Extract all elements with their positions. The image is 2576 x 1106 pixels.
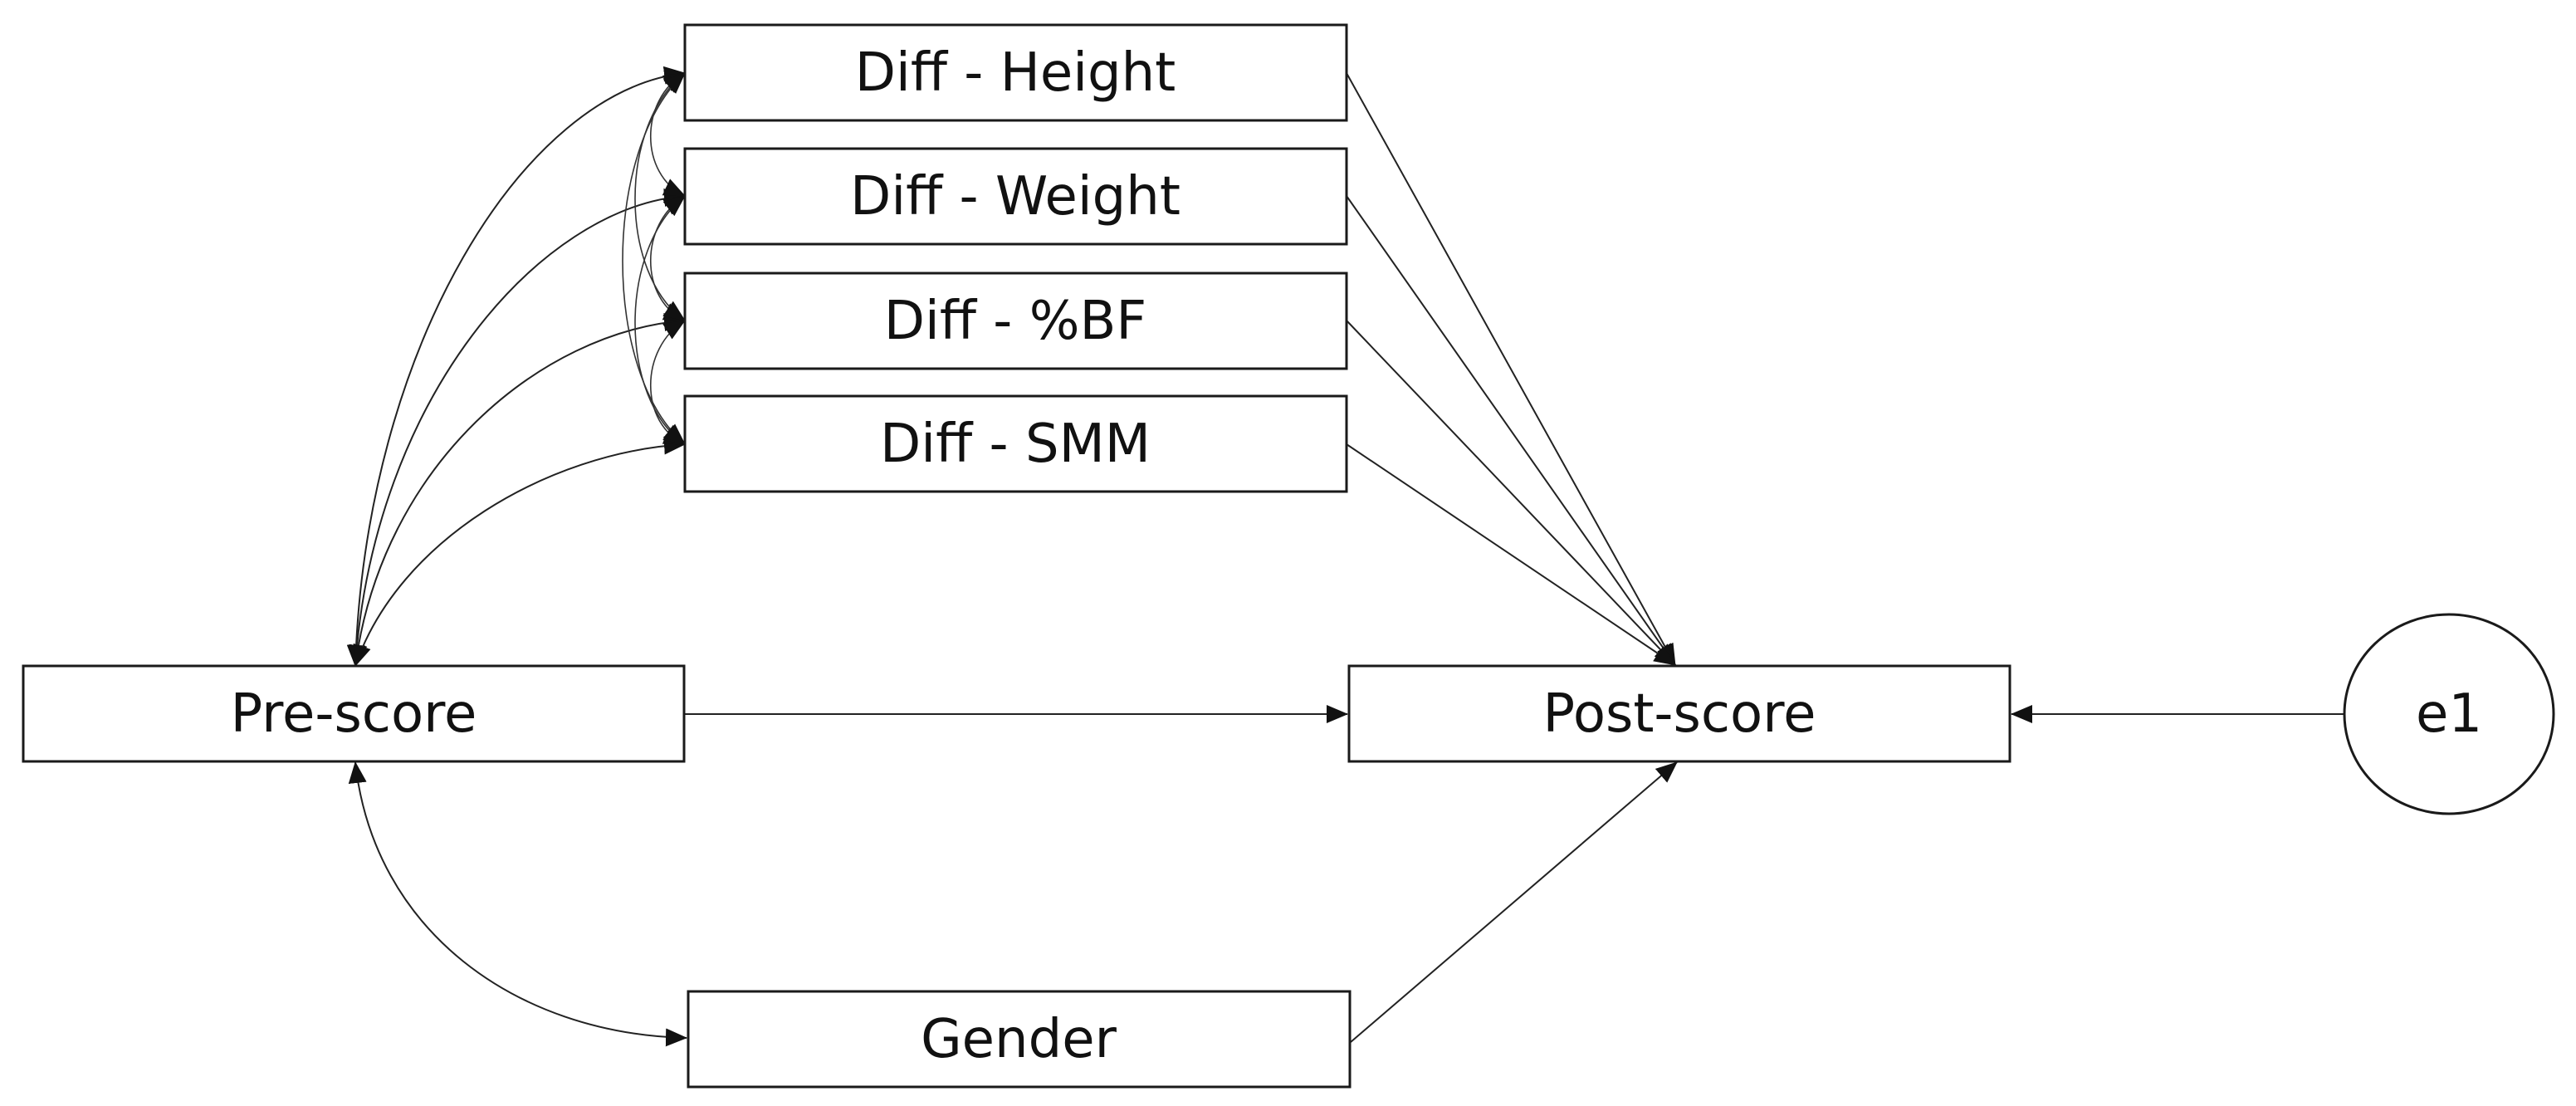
cov-diff-weight-diff-smm	[634, 195, 686, 445]
node-diff-bf-label: Diff - %BF	[884, 291, 1146, 352]
node-diff-smm-label: Diff - SMM	[880, 414, 1151, 475]
node-gender: Gender	[687, 990, 1352, 1089]
cov-diff-weight-diff-bf	[650, 195, 686, 321]
node-diff-bf: Diff - %BF	[683, 272, 1348, 370]
cov-pre-score-diff-weight	[347, 188, 686, 667]
cov-pre-score-diff-bf	[349, 313, 686, 667]
edge-diff-height-to-post-score	[1346, 72, 1676, 666]
node-pre-score: Pre-score	[22, 664, 686, 763]
edge-diff-smm-to-post-score	[1346, 443, 1676, 666]
node-e1-label: e1	[2416, 683, 2482, 745]
node-e1: e1	[2343, 613, 2555, 815]
node-diff-height-label: Diff - Height	[855, 42, 1176, 104]
cov-pre-score-gender	[348, 761, 687, 1047]
edges	[346, 66, 2344, 1047]
node-post-score-label: Post-score	[1543, 683, 1816, 745]
cov-pre-score-diff-smm	[353, 436, 686, 667]
node-diff-smm: Diff - SMM	[683, 394, 1348, 493]
node-diff-height: Diff - Height	[683, 23, 1348, 122]
node-diff-weight-label: Diff - Weight	[850, 166, 1180, 228]
cov-diff-height-diff-smm	[622, 72, 686, 445]
edge-diff-bf-to-post-score	[1346, 320, 1676, 666]
cov-diff-height-diff-bf	[634, 72, 686, 321]
node-post-score: Post-score	[1347, 664, 2011, 763]
edge-gender-to-post-score	[1350, 761, 1678, 1043]
edge-diff-weight-to-post-score	[1346, 195, 1676, 666]
node-diff-weight: Diff - Weight	[683, 147, 1348, 246]
node-pre-score-label: Pre-score	[231, 683, 477, 745]
node-gender-label: Gender	[921, 1009, 1117, 1070]
